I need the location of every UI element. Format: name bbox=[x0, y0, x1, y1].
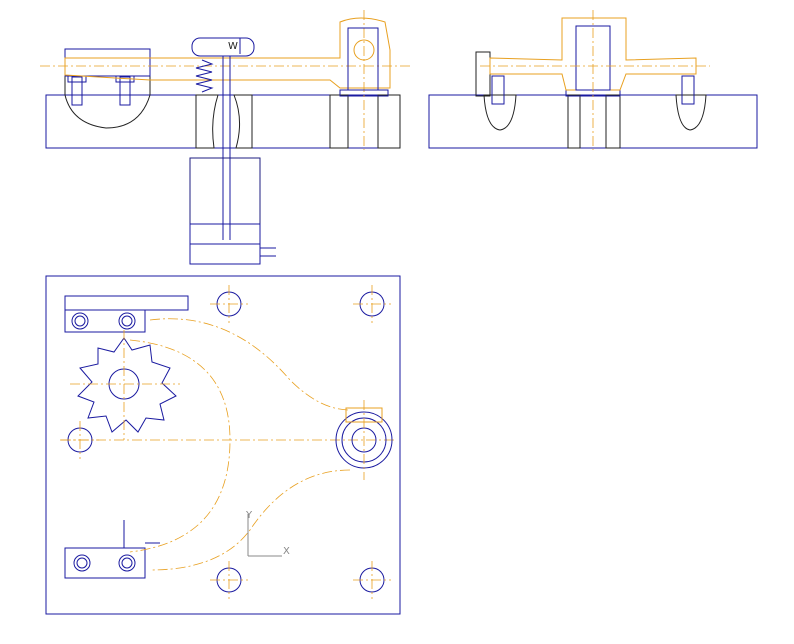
left-screw-2 bbox=[119, 76, 131, 106]
plan-base-plate bbox=[45, 275, 401, 615]
coordinate-axes: Y X bbox=[245, 510, 290, 557]
axis-x-label: X bbox=[283, 546, 290, 557]
right-bore-right bbox=[377, 94, 401, 149]
plan-top-clamp bbox=[64, 309, 146, 333]
right-bore-left bbox=[329, 94, 349, 149]
plan-top-bar bbox=[64, 295, 189, 311]
lever-outline-bottom bbox=[149, 469, 351, 571]
side-view bbox=[428, 10, 758, 150]
left-screw-1 bbox=[71, 76, 83, 106]
side-left-post bbox=[475, 51, 491, 97]
left-clamp-block bbox=[64, 48, 151, 77]
left-support-section bbox=[64, 75, 151, 129]
plan-bottom-clamp bbox=[64, 547, 146, 579]
lever-arc bbox=[129, 339, 231, 553]
load-housing bbox=[191, 37, 255, 57]
front-view: W bbox=[40, 10, 410, 265]
axis-y-label: Y bbox=[245, 510, 253, 521]
load-label: W bbox=[228, 41, 238, 52]
pin bbox=[347, 27, 379, 91]
cylinder-body bbox=[189, 157, 261, 225]
cutter bbox=[77, 337, 177, 433]
lever-outline-top bbox=[149, 318, 351, 411]
center-bore-right bbox=[233, 94, 253, 149]
side-lever bbox=[489, 17, 697, 91]
plan-view: Y X bbox=[45, 275, 401, 615]
spring bbox=[195, 59, 214, 93]
center-bore-left bbox=[195, 94, 219, 149]
lever-arm bbox=[64, 17, 391, 89]
bolt-holes bbox=[61, 285, 391, 599]
